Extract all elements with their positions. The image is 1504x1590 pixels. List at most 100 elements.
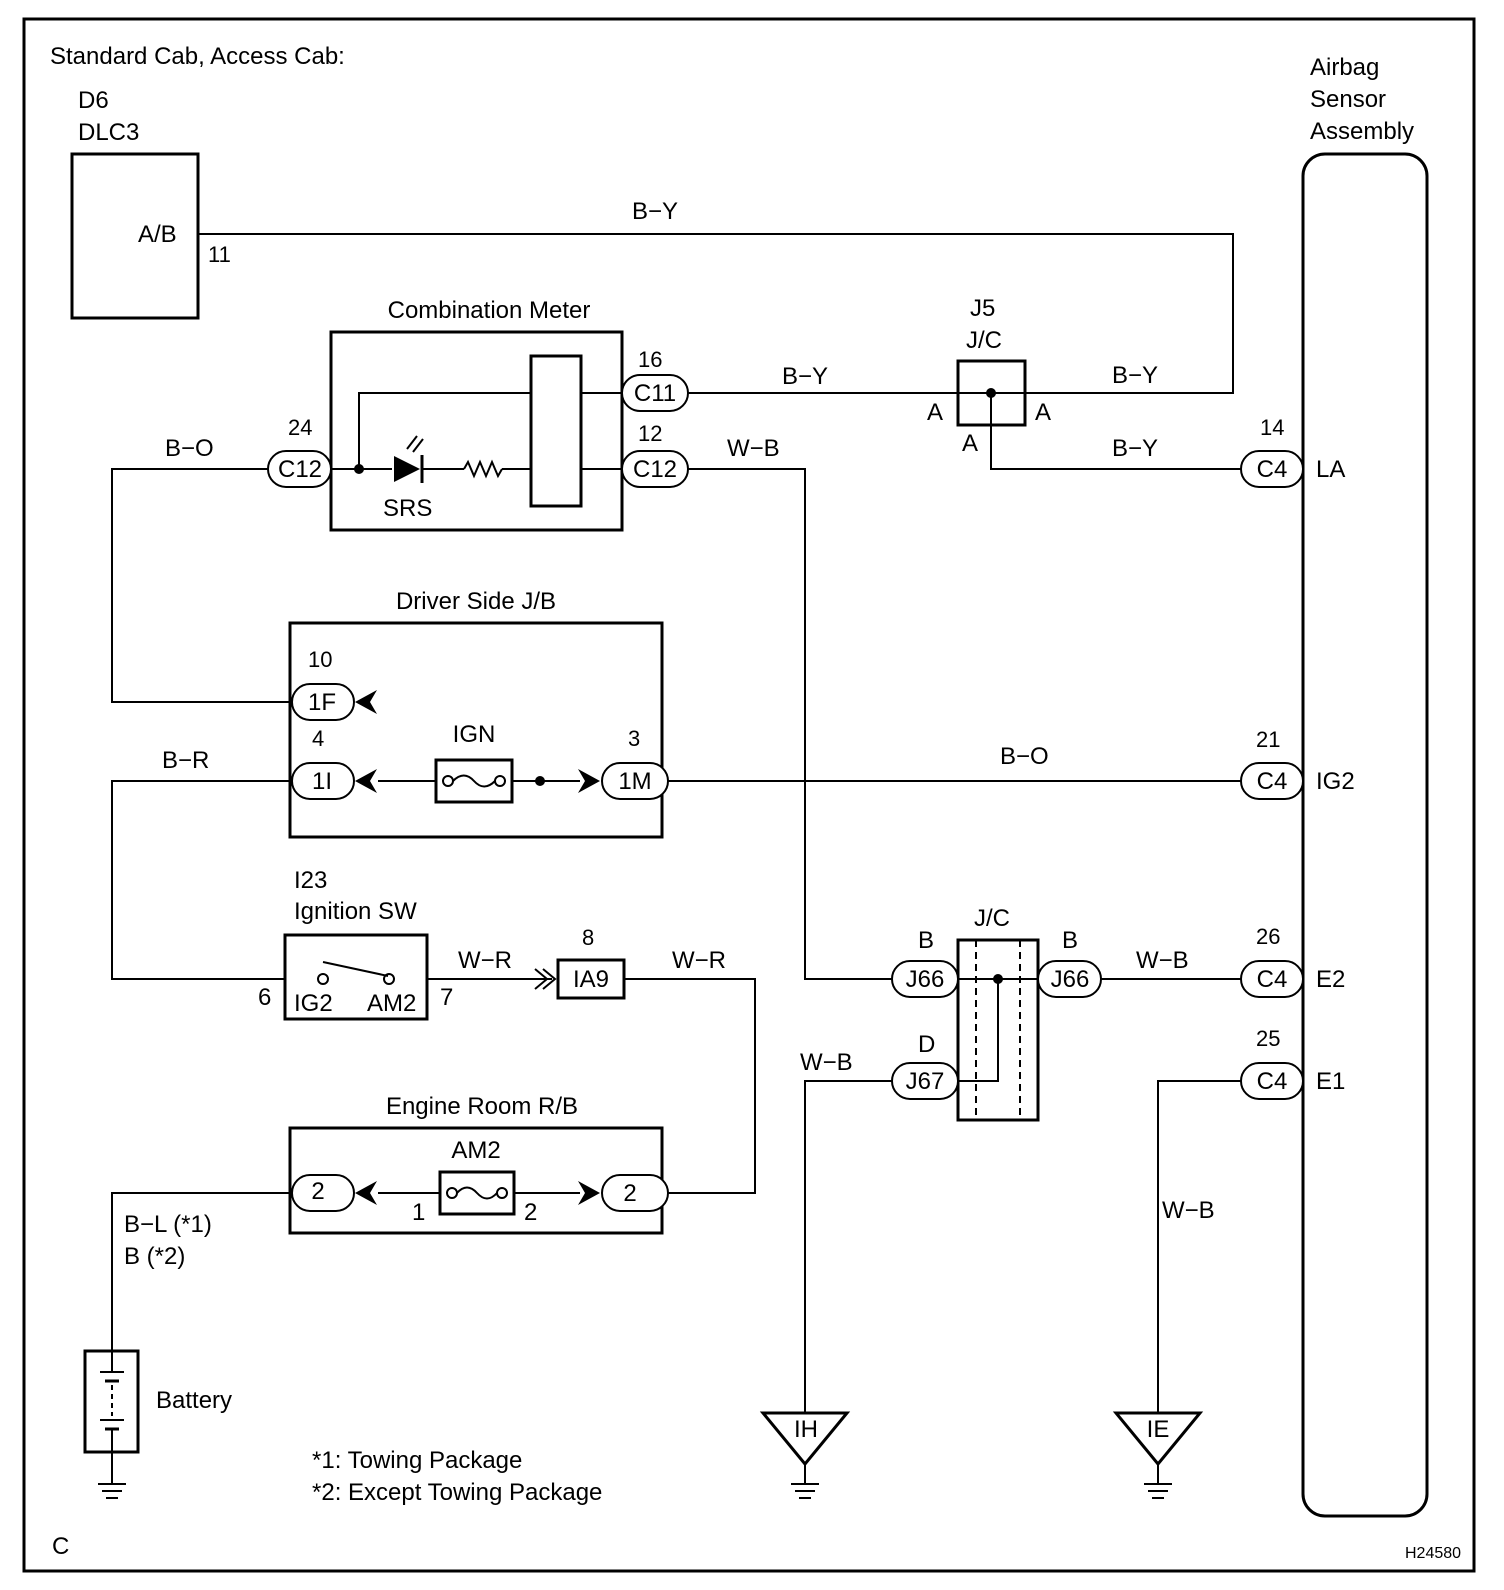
jc-pin-b-right: B xyxy=(1062,927,1078,954)
connector-j67-name: J67 xyxy=(906,1068,945,1095)
connector-c12-left-pin: 24 xyxy=(288,415,312,440)
dlc3-pin: 11 xyxy=(208,242,231,267)
arrow-er-left xyxy=(355,1181,377,1205)
ignition-sw-contact-right: AM2 xyxy=(367,990,416,1017)
combination-meter: Combination Meter SRS xyxy=(329,297,624,532)
connector-c11-body xyxy=(621,374,689,412)
connector-1f: 1F 10 xyxy=(291,647,355,721)
connector-er-right-body xyxy=(601,1174,669,1212)
connector-c4-e2-body xyxy=(1240,960,1304,998)
connector-c11-name: C11 xyxy=(634,380,676,407)
wire-label-j67-wb: W−B xyxy=(800,1049,853,1076)
arrow-1i xyxy=(355,769,377,793)
connector-1m-pin: 3 xyxy=(628,726,640,751)
dlc3-terminal-label: A/B xyxy=(138,221,177,248)
connector-c12-left-body xyxy=(267,450,332,488)
driver-jb-title: Driver Side J/B xyxy=(396,588,556,615)
j5-junction-dot xyxy=(986,388,996,398)
jb-junction-dot xyxy=(535,776,545,786)
connector-c4-e1: C4 25 xyxy=(1240,1026,1304,1100)
am2-fuse-icon xyxy=(456,1186,498,1200)
connector-1i: 1I 4 xyxy=(291,726,355,800)
wire-label-ia9-wr: W−R xyxy=(672,947,726,974)
connector-1m: 1M 3 xyxy=(601,726,669,800)
figure-id: H24580 xyxy=(1405,1545,1461,1562)
connector-ia9: IA9 8 xyxy=(534,925,626,1000)
jc-pin-d: D xyxy=(918,1031,935,1058)
airbag-body xyxy=(1301,152,1429,1518)
wire-j67-ih xyxy=(804,1080,892,1413)
ia9-box xyxy=(556,958,626,1000)
ign-fuse-label: IGN xyxy=(453,721,496,748)
combination-meter-title: Combination Meter xyxy=(388,297,591,324)
wire-label-sw-wr: W−R xyxy=(458,947,512,974)
connector-c4-e2-pin: 26 xyxy=(1256,924,1280,949)
jc-junction: J/C B B D xyxy=(918,905,1078,1122)
fuse-icon xyxy=(452,774,496,788)
connector-j66-left-body xyxy=(891,960,959,998)
terminal-e1: E1 xyxy=(1316,1068,1345,1095)
wire-label-meter-bo: B−O xyxy=(165,435,214,462)
connector-c4-ig2-pin: 21 xyxy=(1256,727,1280,752)
ia9-arrow-icon xyxy=(534,968,549,990)
connector-er-right-name: 2 xyxy=(623,1180,636,1207)
wire-label-j5-right-by: B−Y xyxy=(1112,362,1158,389)
connector-j66-left: J66 xyxy=(891,960,959,998)
connector-c4-e2-name: C4 xyxy=(1257,966,1288,993)
connector-c12-right-body xyxy=(621,450,689,488)
connector-j66-right-name: J66 xyxy=(1051,966,1090,993)
ignition-sw-box xyxy=(283,933,429,1021)
jc-pin-b-left: B xyxy=(918,927,934,954)
switch-blade-icon xyxy=(322,961,389,977)
wire-meter-bo xyxy=(111,468,292,703)
note-towing: *1: Towing Package xyxy=(312,1447,522,1474)
connector-c4-ig2-name: C4 xyxy=(1257,768,1288,795)
resistor-icon xyxy=(463,459,503,479)
dlc3-code: D6 xyxy=(78,87,109,114)
connector-c4-e1-pin: 25 xyxy=(1256,1026,1280,1051)
ground-ih-label: IH xyxy=(794,1416,818,1443)
srs-led-ray1 xyxy=(406,435,418,450)
j5-name: J/C xyxy=(966,327,1002,354)
connector-j66-left-name: J66 xyxy=(906,966,945,993)
connector-j67-body xyxy=(891,1062,959,1100)
wire-label-j5-down-by: B−Y xyxy=(1112,435,1158,462)
connector-c11-pin: 16 xyxy=(638,347,662,372)
ign-fuse-term-left xyxy=(442,775,454,787)
connector-c4-la-name: C4 xyxy=(1257,456,1288,483)
am2-fuse-term-right xyxy=(496,1187,508,1199)
airbag-title-line2: Sensor xyxy=(1310,86,1386,113)
terminal-ig2: IG2 xyxy=(1316,768,1355,795)
ground-ie-icon xyxy=(1144,1483,1172,1499)
srs-led-icon xyxy=(394,456,420,482)
terminal-la: LA xyxy=(1316,456,1345,483)
ground-ih-icon xyxy=(791,1483,819,1499)
airbag-title-line1: Airbag xyxy=(1310,54,1379,81)
wire-label-battery-b: B (*2) xyxy=(124,1243,185,1270)
ignition-sw-pin-left: 6 xyxy=(258,984,271,1011)
connector-c4-e2: C4 26 xyxy=(1240,924,1304,998)
ia9-name: IA9 xyxy=(573,966,609,993)
battery-ground-icon xyxy=(98,1483,126,1499)
am2-fuse-pin-right: 2 xyxy=(524,1199,537,1226)
connector-c12-right: C12 12 xyxy=(621,421,689,488)
arrow-1f xyxy=(355,690,377,714)
connector-er-left-body xyxy=(291,1174,355,1212)
ignition-sw-contact-left: IG2 xyxy=(294,990,333,1017)
connector-c12-right-pin: 12 xyxy=(638,421,662,446)
dlc3: D6 DLC3 A/B 11 xyxy=(70,87,231,320)
connector-c4-la-pin: 14 xyxy=(1260,415,1284,440)
wire-label-e1-wb: W−B xyxy=(1162,1197,1215,1224)
battery: B−L (*1) B (*2) Battery xyxy=(83,1211,232,1499)
connector-1f-body xyxy=(291,683,355,721)
am2-fuse-term-left xyxy=(446,1187,458,1199)
j5-code: J5 xyxy=(970,295,995,322)
airbag-sensor-assembly: Airbag Sensor Assembly LA IG2 E2 E1 xyxy=(1301,54,1429,1518)
ia9-arrow-icon-2 xyxy=(542,968,557,990)
meter-junction-dot xyxy=(354,464,364,474)
ign-fuse-term-right xyxy=(494,775,506,787)
note-except-towing: *2: Except Towing Package xyxy=(312,1479,602,1506)
wire-label-jb-br: B−R xyxy=(162,747,209,774)
wire-label-e2-wb: W−B xyxy=(1136,947,1189,974)
